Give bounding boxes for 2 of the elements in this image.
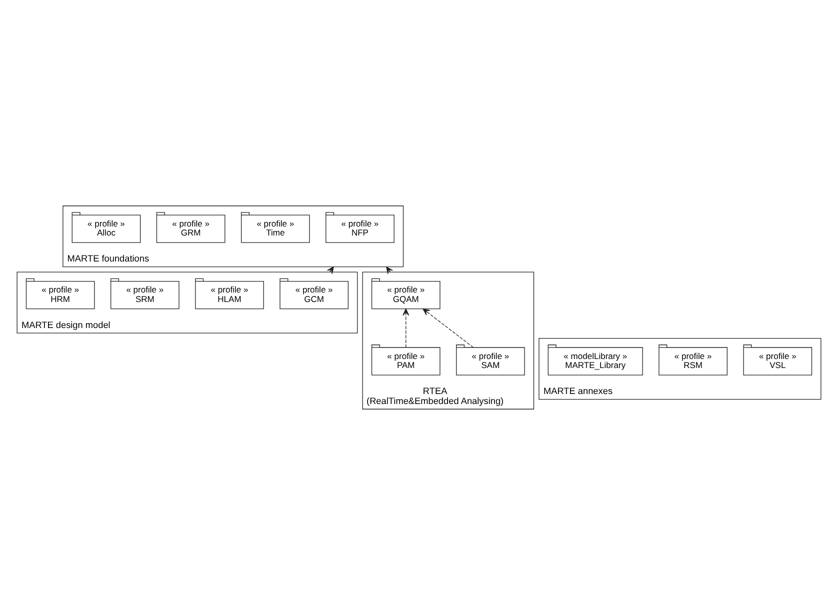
arrow bbox=[422, 308, 474, 348]
arrow bbox=[402, 308, 410, 348]
